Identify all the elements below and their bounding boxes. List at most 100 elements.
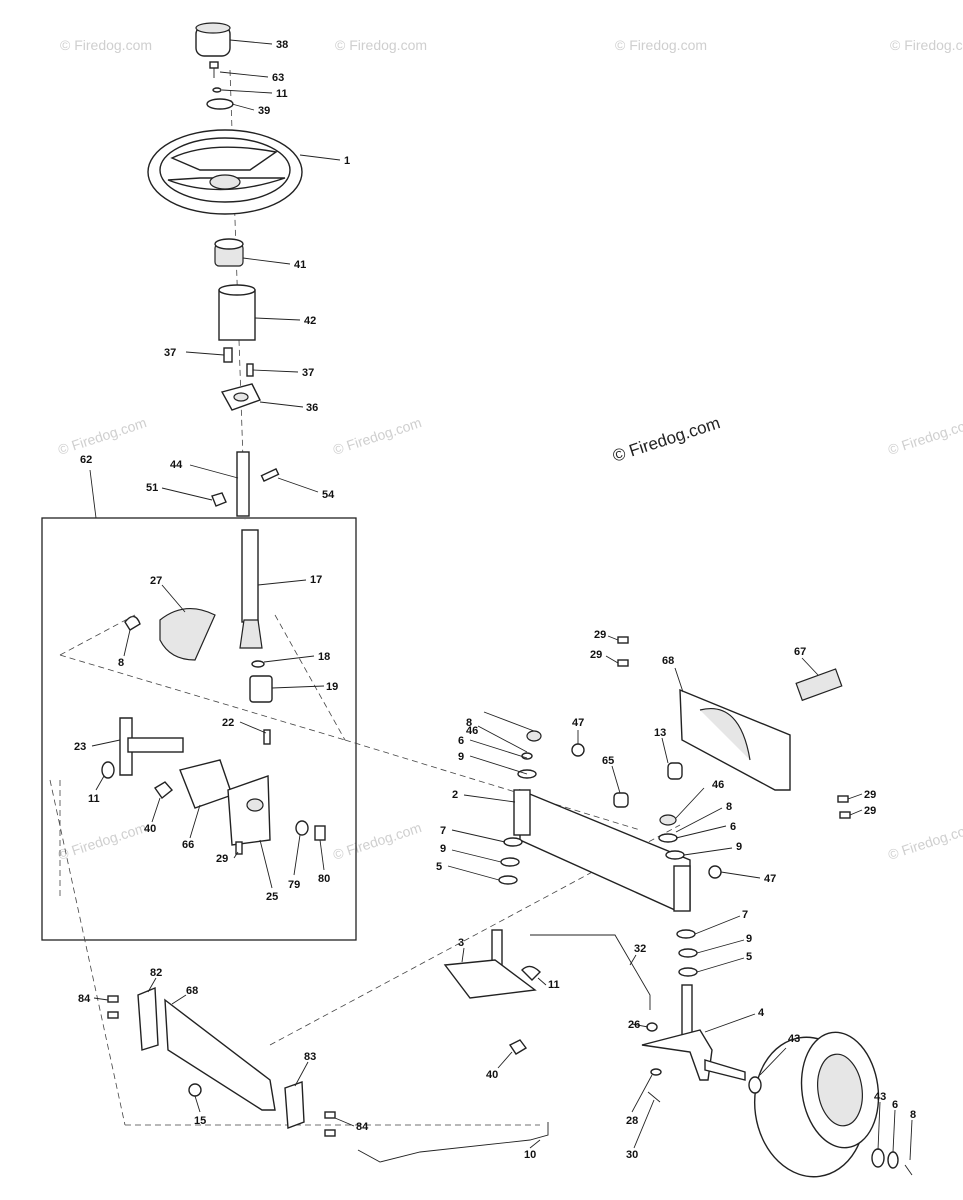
cap-bolt: [209, 61, 219, 78]
ring: [646, 1022, 658, 1032]
pinion-housing: [249, 675, 273, 703]
washer: [665, 850, 685, 860]
sector-gear: [159, 608, 216, 661]
callout: 84: [356, 1121, 369, 1133]
bolt: [324, 1129, 336, 1137]
front-axle: [519, 788, 691, 911]
callout: 27: [150, 575, 162, 587]
callout: 62: [80, 454, 92, 466]
watermark: © Firedog.com: [335, 37, 427, 53]
watermark: © Firedog.com: [331, 819, 423, 863]
steering-shaft: [241, 529, 259, 623]
spindle-shaft: [681, 984, 693, 1036]
callout: 1: [344, 155, 350, 167]
callout: 23: [74, 741, 86, 753]
callout: 67: [794, 646, 806, 658]
bracket-hole: [233, 392, 249, 402]
spacer: [613, 792, 629, 808]
callout: 51: [146, 482, 158, 494]
callout: 9: [736, 841, 742, 853]
callout: 29: [216, 853, 228, 865]
watermark: © Firedog.com: [615, 37, 707, 53]
callout: 25: [266, 891, 278, 903]
bolt: [223, 347, 233, 363]
bracket-slot: [699, 708, 751, 761]
callout: 37: [164, 347, 176, 359]
watermark: © Firedog.com: [890, 37, 963, 53]
dashed-guide: [344, 739, 641, 831]
callout: 2: [452, 789, 458, 801]
axle-pivot-left: [513, 789, 531, 836]
washer-plate: [206, 98, 234, 110]
washer: [101, 761, 115, 779]
clip: [904, 1164, 913, 1176]
callout: 43: [788, 1033, 800, 1045]
dashed-guide: [59, 614, 136, 656]
clip: [521, 965, 541, 981]
callout: 6: [458, 735, 464, 747]
watermark: © Firedog.com: [886, 414, 963, 458]
callout: 39: [258, 105, 270, 117]
callout: 84: [78, 993, 91, 1005]
callout: 22: [222, 717, 234, 729]
washer: [676, 929, 696, 939]
callout: 18: [318, 651, 330, 663]
frame-bracket-left: [164, 998, 276, 1111]
axle-bolt: [795, 668, 843, 702]
callout: 29: [864, 805, 876, 817]
steering-cap: [195, 22, 231, 57]
washer: [871, 1148, 885, 1168]
bolt: [617, 659, 629, 667]
washer: [212, 87, 222, 93]
bolt: [617, 636, 629, 644]
support-bracket: [227, 775, 271, 846]
callout: 41: [294, 259, 306, 271]
dashed-guide: [274, 614, 346, 741]
bolt: [837, 795, 849, 803]
callout: 43: [874, 1091, 886, 1103]
sector-shaft: [127, 737, 184, 753]
sector-arm: [119, 717, 133, 776]
callout: 6: [892, 1099, 898, 1111]
callout: 79: [288, 879, 300, 891]
nut: [153, 781, 174, 800]
callout: 83: [304, 1051, 316, 1063]
callout: 8: [466, 717, 472, 729]
callout: 65: [602, 755, 614, 767]
callout: 46: [712, 779, 724, 791]
tie-rod: [357, 1122, 549, 1163]
column-sleeve: [218, 284, 256, 341]
leader-line: [89, 469, 97, 519]
callout: 63: [272, 72, 284, 84]
callout: 37: [302, 367, 314, 379]
callout: 68: [662, 655, 674, 667]
clip: [124, 615, 141, 631]
nut: [188, 1083, 202, 1097]
callout: 7: [440, 825, 446, 837]
callout: 29: [590, 649, 602, 661]
callout: 13: [654, 727, 666, 739]
washer: [295, 820, 309, 836]
bolt: [839, 811, 851, 819]
callout: 80: [318, 873, 330, 885]
callout: 4: [758, 1007, 765, 1019]
callout: 40: [144, 823, 156, 835]
callout: 26: [628, 1019, 640, 1031]
washer: [498, 875, 518, 885]
callout: 42: [304, 315, 316, 327]
callout: 5: [436, 861, 442, 873]
callout: 47: [572, 717, 584, 729]
bolt: [107, 995, 119, 1003]
grease-fitting: [571, 743, 585, 757]
bolt: [324, 1111, 336, 1119]
washer: [678, 967, 698, 977]
callout: 3: [458, 937, 464, 949]
bolt: [235, 841, 243, 855]
washer: [748, 1076, 762, 1094]
washer: [650, 1068, 662, 1076]
callout: 8: [726, 801, 732, 813]
watermark: © Firedog.com: [56, 819, 148, 863]
axle-pivot-right: [673, 865, 691, 912]
callout: 11: [276, 88, 288, 100]
